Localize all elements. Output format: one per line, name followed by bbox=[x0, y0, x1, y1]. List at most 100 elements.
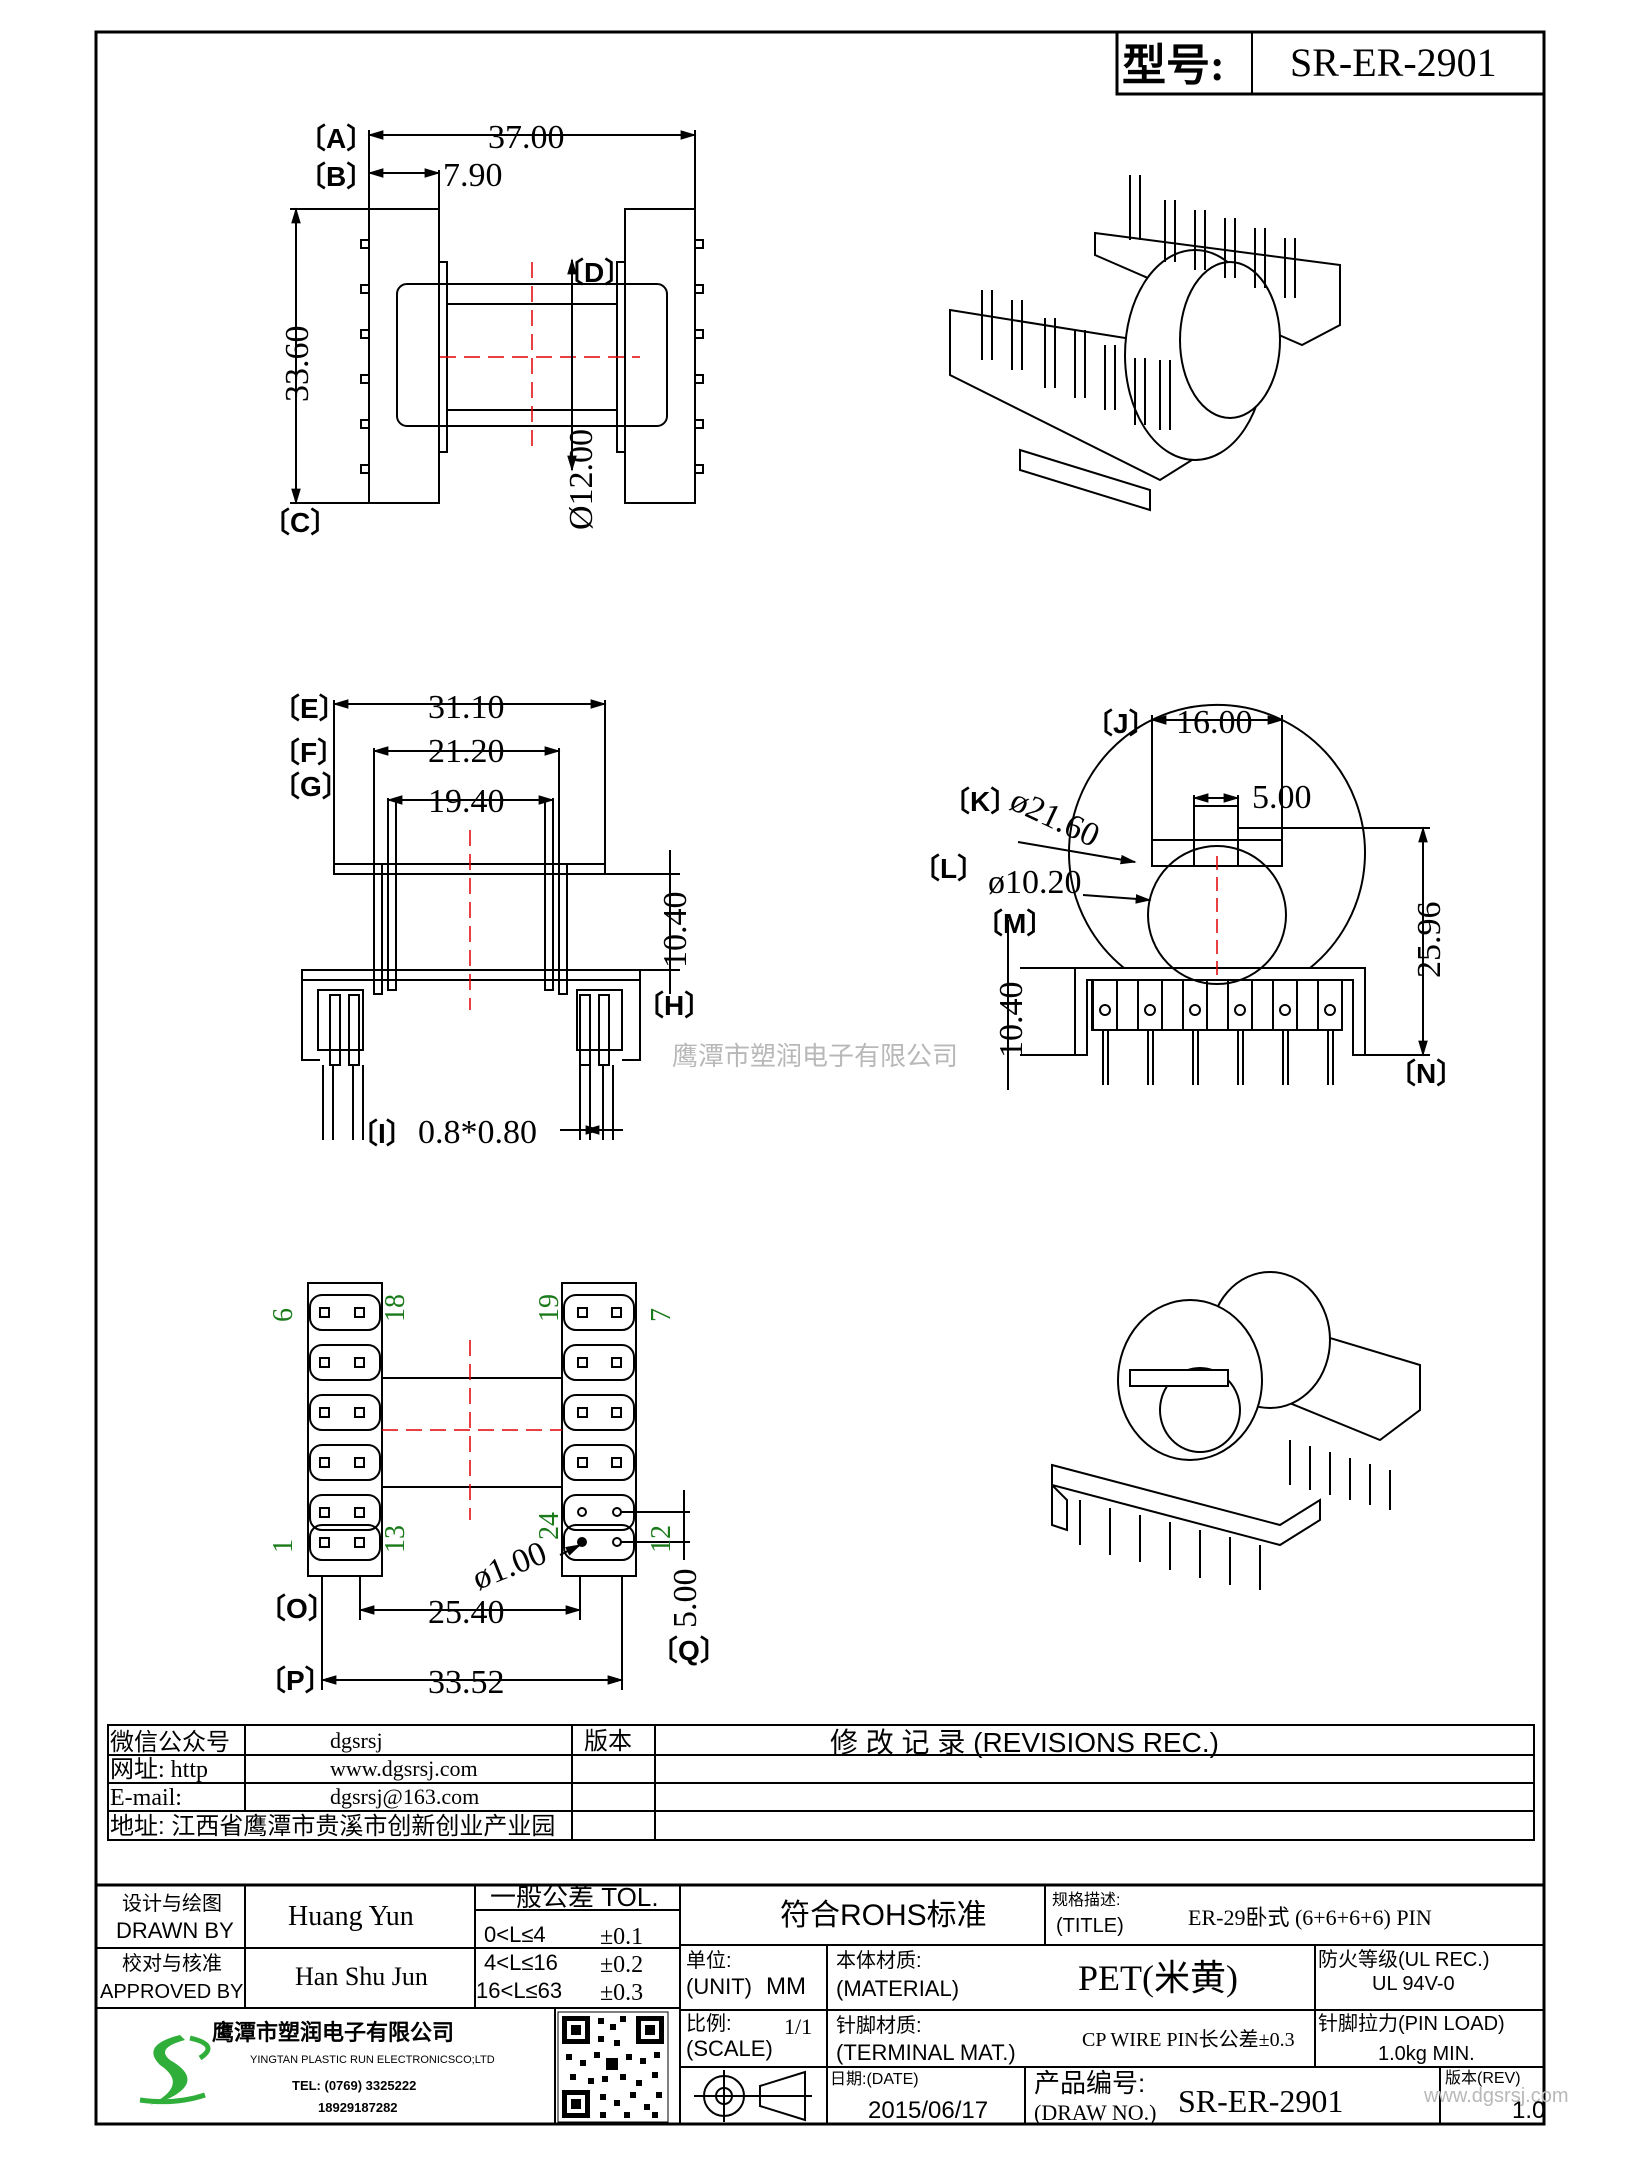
qr-code bbox=[557, 2011, 669, 2123]
dim-l-tag: 〔L〕 bbox=[912, 852, 985, 884]
terminal-value: CP WIRE PIN长公差±0.3 bbox=[1082, 2028, 1295, 2051]
terminal-cn: 针脚材质: bbox=[836, 2014, 922, 2037]
dim-n2-value: 5.00 bbox=[1252, 779, 1312, 816]
dim-f-tag: 〔F〕 bbox=[272, 736, 345, 768]
dim-a-value: 37.00 bbox=[488, 119, 565, 156]
company-name-cn: 鹰潭市塑润电子有限公司 bbox=[212, 2020, 454, 2045]
projection-symbol bbox=[694, 2070, 812, 2122]
address-text: 地址: 江西省鹰潭市贵溪市创新创业产业园 bbox=[110, 1813, 555, 1840]
unit-en: (UNIT) bbox=[686, 1974, 752, 1999]
approved-by-cn: 校对与核准 bbox=[122, 1952, 222, 1975]
dim-q-tag: 〔Q〕 bbox=[650, 1634, 728, 1666]
dim-d-tag: 〔D〕 bbox=[556, 256, 632, 288]
version-label: 版本 bbox=[584, 1728, 632, 1755]
wechat-label: 微信公众号 bbox=[110, 1729, 230, 1756]
dim-n-value: 25.96 bbox=[1411, 902, 1448, 979]
tolerance-1-val: ±0.1 bbox=[600, 1924, 643, 1950]
approved-by-name: Han Shu Jun bbox=[295, 1962, 428, 1991]
scale-value: 1/1 bbox=[784, 2014, 812, 2039]
dim-d-value: Ø12.00 bbox=[563, 429, 600, 530]
title-value: ER-29卧式 (6+6+6+6) PIN bbox=[1188, 1905, 1432, 1930]
dim-j-value: 16.00 bbox=[1176, 704, 1253, 741]
dim-i-tag: 〔I〕 bbox=[350, 1117, 414, 1149]
rohs-text: 符合ROHS标准 bbox=[780, 1899, 987, 1932]
drawn-by-cn: 设计与绘图 bbox=[122, 1892, 222, 1915]
dim-e-tag: 〔E〕 bbox=[272, 692, 347, 724]
dim-o-value: 25.40 bbox=[428, 1594, 505, 1631]
pin-diameter-value: ø1.00 bbox=[467, 1534, 552, 1597]
front-view bbox=[301, 699, 680, 1140]
pin-load-cn: 针脚拉力(PIN LOAD) bbox=[1318, 2012, 1505, 2035]
terminal-en: (TERMINAL MAT.) bbox=[836, 2040, 1016, 2065]
pin-number-1: 1 bbox=[268, 1539, 299, 1553]
title-block-text: 设计与绘图 DRAWN BY Huang Yun 校对与核准 APPROVED … bbox=[100, 1882, 1568, 2125]
drawn-by-en: DRAWN BY bbox=[116, 1918, 234, 1943]
dim-l-value: ø10.20 bbox=[988, 864, 1082, 901]
company-logo bbox=[139, 2035, 211, 2105]
dim-e-value: 31.10 bbox=[428, 689, 505, 726]
bottom-view-labels: 6 18 19 7 1 13 24 12 ø1.00 〔O〕 25.40 〔P〕… bbox=[258, 1294, 728, 1701]
side-view-labels: 〔J〕 16.00 5.00 〔K〕 ø21.60 〔L〕 ø10.20 〔M〕… bbox=[912, 704, 1464, 1089]
tolerance-3-val: ±0.3 bbox=[600, 1980, 643, 2006]
model-header: 型号: SR-ER-2901 bbox=[1115, 30, 1546, 96]
title-en: (TITLE) bbox=[1056, 1915, 1124, 1937]
web-value: www.dgsrsj.com bbox=[330, 1756, 478, 1781]
dim-g-value: 19.40 bbox=[428, 783, 505, 820]
material-cn: 本体材质: bbox=[836, 1949, 922, 1972]
pin-number-18: 18 bbox=[380, 1294, 411, 1322]
dim-g-tag: 〔G〕 bbox=[272, 770, 350, 802]
pin-number-6: 6 bbox=[268, 1308, 299, 1322]
dim-q-value: 5.00 bbox=[667, 1569, 704, 1629]
top-view bbox=[290, 130, 704, 505]
drawing-number-value: SR-ER-2901 bbox=[1178, 2083, 1343, 2119]
dim-n-tag: 〔N〕 bbox=[1388, 1057, 1464, 1089]
dim-c-tag: 〔C〕 bbox=[262, 506, 338, 538]
isometric-view-top bbox=[949, 175, 1341, 512]
pin-number-12: 12 bbox=[646, 1525, 677, 1553]
bottom-view bbox=[307, 1282, 690, 1690]
dim-f-value: 21.20 bbox=[428, 733, 505, 770]
company-mobile: 18929187282 bbox=[318, 2100, 398, 2115]
email-value: dgsrsj@163.com bbox=[330, 1784, 479, 1809]
web-label: 网址: http bbox=[110, 1756, 208, 1783]
top-view-labels: 〔A〕 37.00 〔B〕 7.90 〔C〕 33.60 〔D〕 Ø12.00 bbox=[262, 119, 632, 538]
scale-en: (SCALE) bbox=[686, 2036, 773, 2061]
dim-m-value: 10.40 bbox=[993, 982, 1030, 1059]
info-table-text: 微信公众号 dgsrsj 网址: http www.dgsrsj.com E-m… bbox=[110, 1727, 1219, 1840]
drawn-by-name: Huang Yun bbox=[288, 1901, 414, 1932]
approved-by-en: APPROVED BY bbox=[100, 1981, 243, 2003]
dim-p-value: 33.52 bbox=[428, 1664, 505, 1701]
unit-value: MM bbox=[766, 1973, 806, 2000]
title-block bbox=[94, 1883, 1546, 2126]
dim-j-tag: 〔J〕 bbox=[1085, 707, 1157, 739]
side-view bbox=[1007, 703, 1430, 1090]
email-label: E-mail: bbox=[110, 1785, 182, 1811]
drawing-number-en: (DRAW NO.) bbox=[1034, 2100, 1156, 2125]
fire-rating-cn: 防火等级(UL REC.) bbox=[1318, 1948, 1489, 1971]
dim-m-tag: 〔M〕 bbox=[975, 907, 1054, 939]
pin-number-19: 19 bbox=[534, 1294, 565, 1322]
dim-h-tag: 〔H〕 bbox=[636, 989, 712, 1021]
info-table bbox=[107, 1724, 1535, 1841]
rev-label: 版本(REV) bbox=[1445, 2069, 1521, 2087]
company-watermark: 鹰潭市塑润电子有限公司 bbox=[672, 1041, 958, 1071]
rev-value: 1.0 bbox=[1512, 2097, 1545, 2124]
dim-p-tag: 〔P〕 bbox=[258, 1664, 333, 1696]
tolerance-3: 16<L≤63 bbox=[476, 1978, 562, 2003]
drawing-number-cn: 产品编号: bbox=[1034, 2068, 1145, 2098]
dim-h-value: 10.40 bbox=[657, 892, 694, 969]
fire-rating-value: UL 94V-0 bbox=[1372, 1973, 1455, 1995]
pin-number-7: 7 bbox=[646, 1308, 677, 1322]
dim-o-tag: 〔O〕 bbox=[258, 1592, 336, 1624]
pin-number-24: 24 bbox=[534, 1512, 565, 1540]
model-value: SR-ER-2901 bbox=[1290, 40, 1497, 85]
pin-number-13: 13 bbox=[380, 1525, 411, 1553]
company-name-en: YINGTAN PLASTIC RUN ELECTRONICSCO;LTD bbox=[250, 2054, 495, 2066]
dim-a-tag: 〔A〕 bbox=[298, 122, 374, 154]
revisions-label: 修 改 记 录 (REVISIONS REC.) bbox=[830, 1727, 1219, 1758]
title-cn: 规格描述: bbox=[1052, 1891, 1120, 1909]
dim-k-value: ø21.60 bbox=[1005, 782, 1105, 855]
site-watermark: www.dgsrsj.com bbox=[1423, 2085, 1568, 2107]
dim-b-value: 7.90 bbox=[443, 157, 503, 194]
